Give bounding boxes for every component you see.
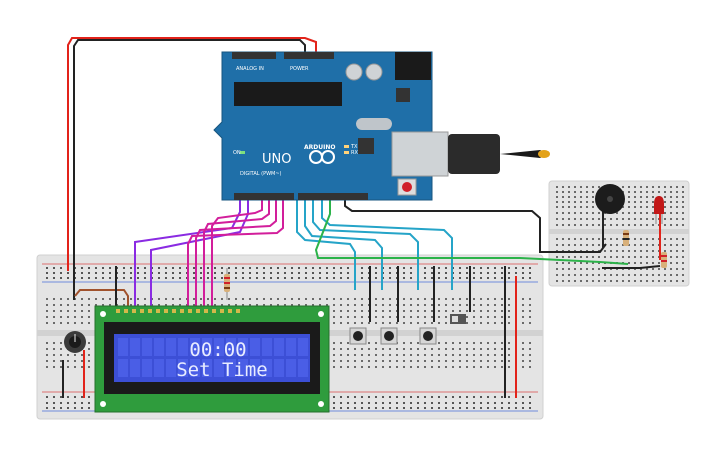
push-button-1[interactable] (349, 327, 367, 345)
arduino-logo-icon (309, 150, 335, 164)
wire-teal-4 (321, 195, 453, 290)
usb-chip (358, 138, 374, 154)
lcd-pins (116, 309, 240, 313)
wire-magenta-2 (203, 195, 270, 310)
capacitor-2 (365, 63, 383, 81)
red-led[interactable] (654, 196, 664, 224)
digital-label: DIGITAL (PWM~) (240, 171, 282, 177)
wire-magenta-1 (211, 195, 263, 310)
arduino-uno-board[interactable]: POWER ANALOG IN DIGITAL (PWM~) TX RX ON … (213, 51, 433, 201)
header-power (284, 52, 334, 59)
dc-power-jack (395, 52, 431, 80)
push-button-3[interactable] (419, 327, 437, 345)
wire-brown (74, 289, 129, 310)
usb-cable-end (538, 150, 550, 158)
resistor-led[interactable] (661, 252, 667, 268)
potentiometer[interactable] (64, 331, 86, 353)
voltage-regulator (396, 88, 410, 102)
wire-teal-2 (304, 195, 383, 290)
wire-green (314, 195, 629, 265)
header-analog (232, 52, 276, 59)
wire-teal-3 (312, 195, 419, 290)
wire-black-gnd (73, 39, 306, 300)
usb-cable[interactable] (391, 131, 550, 177)
wire-red-5v (67, 37, 317, 271)
lcd-line-1: 00:00 (189, 339, 246, 361)
wire-black-small-2 (602, 265, 661, 269)
slide-switch[interactable] (450, 314, 466, 324)
power-label: POWER (290, 66, 309, 72)
push-button-2[interactable] (380, 327, 398, 345)
uno-label: UNO (262, 152, 291, 167)
tx-label: TX (350, 144, 358, 150)
wire-magenta-3 (195, 195, 277, 310)
usb-connector (391, 131, 449, 177)
tx-led (344, 145, 349, 148)
resistor-buzzer[interactable] (623, 230, 629, 246)
rx-label: RX (351, 150, 358, 156)
header-digital-1 (234, 193, 294, 200)
header-digital-2 (298, 193, 368, 200)
wire-black-small (344, 195, 607, 253)
wire-purple-2 (150, 195, 249, 310)
atmega-chip (234, 82, 342, 106)
arduino-brand-label: ARDUINO (304, 144, 335, 151)
wire-magenta-4 (187, 195, 284, 310)
lcd-module[interactable]: 00:00 Set Time (94, 305, 330, 413)
rx-led (344, 151, 349, 154)
reset-button-cap[interactable] (402, 182, 412, 192)
piezo-buzzer[interactable] (595, 184, 625, 214)
analog-in-label: ANALOG IN (236, 66, 264, 72)
usb-plug (448, 134, 500, 174)
crystal (356, 118, 392, 130)
on-led (240, 151, 245, 154)
on-label: ON (233, 150, 241, 156)
capacitor-1 (345, 63, 363, 81)
wires (62, 37, 661, 398)
resistor-lcd[interactable] (224, 268, 230, 300)
lcd-line-2: Set Time (176, 359, 268, 381)
lcd-cells (118, 338, 308, 377)
